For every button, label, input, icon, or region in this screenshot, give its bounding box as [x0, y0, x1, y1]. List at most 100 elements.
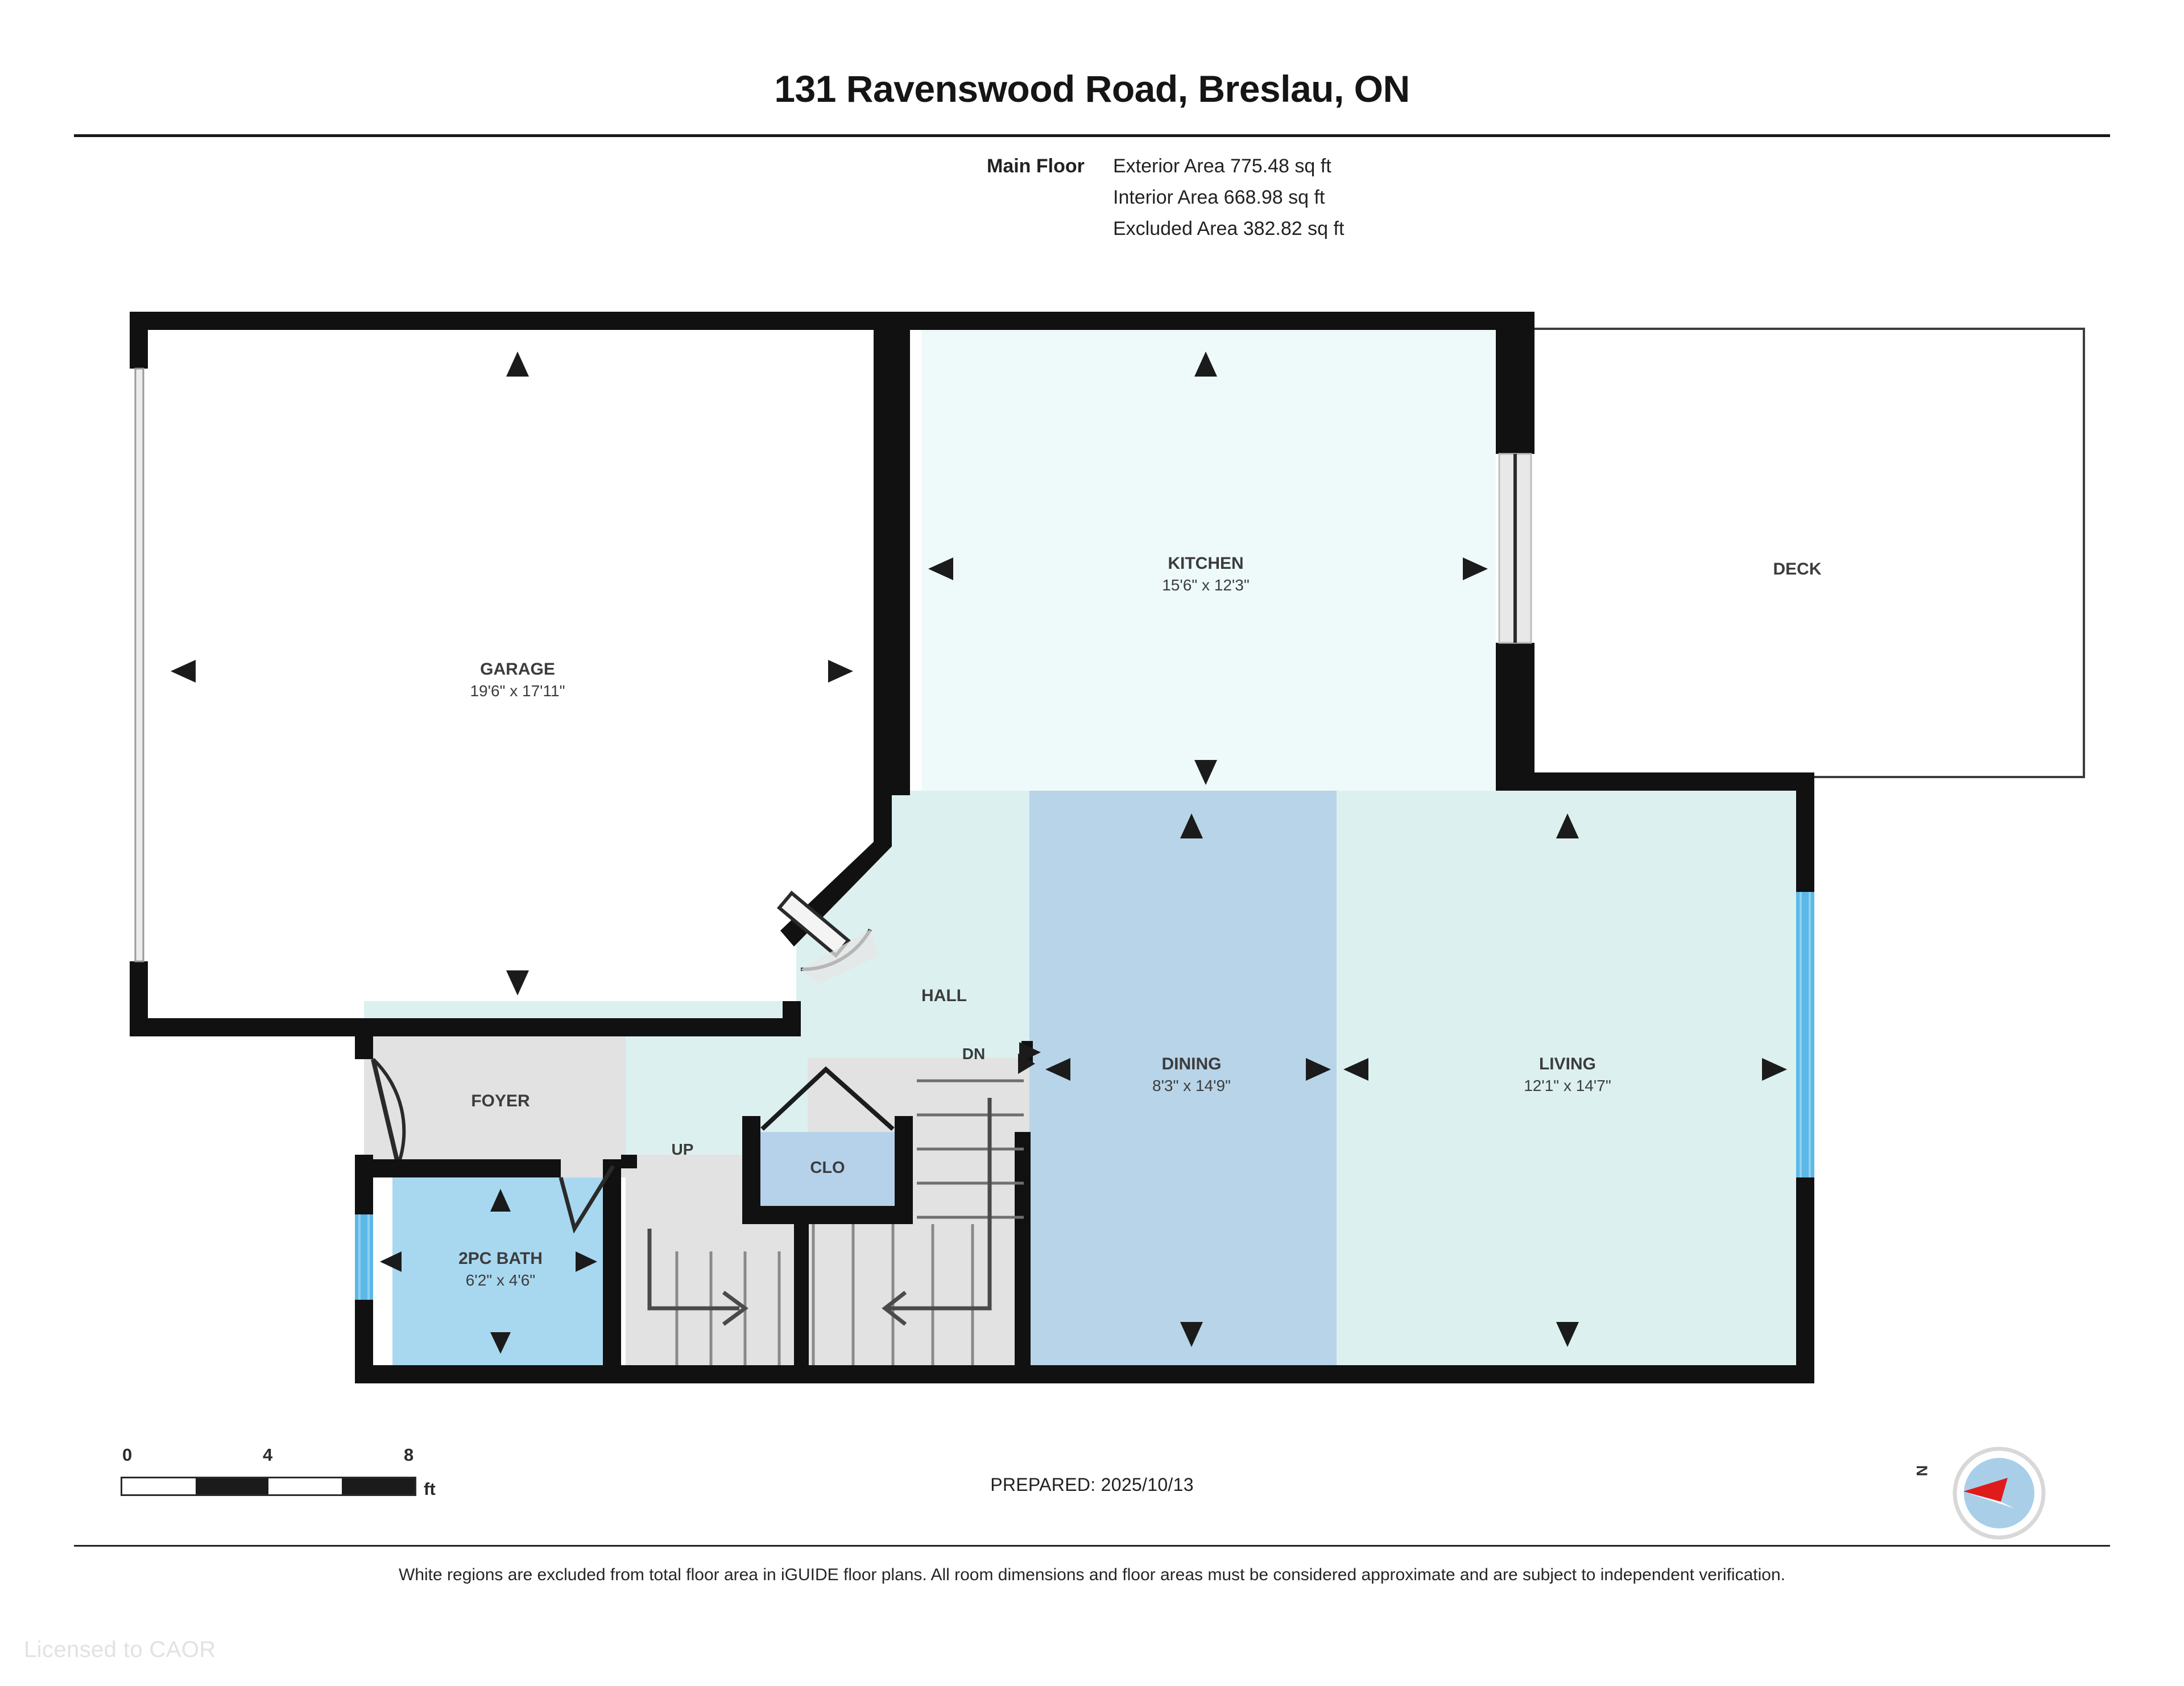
dim-arrow-living-left — [1343, 1058, 1368, 1081]
wall-living-top — [1496, 772, 1814, 791]
wall-left-lower-upper — [355, 1155, 373, 1214]
dim-arrow-dining-left — [1045, 1058, 1070, 1081]
wall-living-right-lower — [1796, 1177, 1814, 1383]
bath-door-arc — [559, 1165, 615, 1234]
label-living-name: LIVING — [1539, 1055, 1596, 1073]
scale-bar — [121, 1477, 416, 1496]
dim-arrow-garage-bottom — [506, 970, 529, 995]
label-deck-name: DECK — [1773, 560, 1821, 578]
wall-kitchen-top — [892, 312, 1534, 330]
wall-bath-right — [603, 1159, 621, 1365]
wall-stair-left-post — [621, 1155, 637, 1168]
deck-fill — [1516, 330, 2084, 776]
wall-garage-bottom — [130, 1018, 801, 1036]
room-labels: GARAGE 19'6" x 17'11" KITCHEN 15'6" x 12… — [458, 554, 1822, 1289]
label-closet-name: CLO — [810, 1159, 845, 1177]
kitchen-fill — [921, 324, 1496, 791]
scale-tick-8: 8 — [404, 1445, 414, 1465]
dim-arrow-garage-right — [828, 660, 853, 683]
dim-arrow-kitchen-top — [1194, 352, 1217, 377]
header-divider — [74, 134, 2110, 137]
area-summary-row: Main Floor Exterior Area 775.48 sq ft — [987, 151, 1344, 182]
floor-label: Main Floor — [987, 155, 1085, 177]
wall-left-lower-lower — [355, 1300, 373, 1383]
entry-door-leaf — [371, 1059, 400, 1166]
compass-needle-north — [1963, 1478, 2008, 1502]
garage-fill — [142, 324, 879, 1024]
entry-door-arc — [371, 1057, 406, 1166]
dim-arrow-living-right — [1762, 1058, 1787, 1081]
area-summary: Main Floor Exterior Area 775.48 sq ft Int… — [987, 151, 1344, 245]
wall-garage-left-upper — [130, 312, 148, 369]
wall-bottom-main — [355, 1365, 1814, 1383]
wall-foyer-left — [355, 1018, 373, 1059]
label-hall-name: HALL — [921, 986, 967, 1005]
label-living-dims: 12'1" x 14'7" — [1524, 1077, 1611, 1094]
closet-fill — [759, 1132, 896, 1206]
label-stairs-down: DN — [962, 1045, 985, 1063]
dim-arrow-stair-top — [1018, 1053, 1035, 1074]
dim-arrow-kitchen-bottom — [1194, 760, 1217, 785]
closet-door-glyph — [760, 1066, 895, 1131]
garage-door-swing-shade — [801, 929, 879, 984]
wall-living-right-upper — [1796, 772, 1814, 892]
scale-tick-4: 4 — [263, 1445, 273, 1465]
exterior-area: Exterior Area 775.48 sq ft — [1113, 155, 1331, 177]
dim-arrow-dining-bottom — [1180, 1322, 1203, 1347]
scale-unit: ft — [424, 1479, 436, 1499]
wall-closet-bottom — [742, 1206, 913, 1224]
area-summary-row: Excluded Area 382.82 sq ft — [987, 213, 1344, 245]
stair-down-arrowhead — [882, 1291, 907, 1326]
dim-arrow-living-bottom — [1556, 1322, 1579, 1347]
dimension-arrows — [171, 352, 1787, 1354]
wall-garage-top — [130, 312, 892, 330]
dim-arrow-bath-right — [576, 1251, 597, 1272]
label-dining-dims: 8'3" x 14'9" — [1152, 1077, 1231, 1094]
dim-arrow-bath-bottom — [490, 1332, 511, 1354]
licensed-watermark: Licensed to CAOR — [24, 1637, 216, 1662]
label-bath-name: 2PC BATH — [458, 1249, 543, 1268]
label-kitchen-name: KITCHEN — [1168, 554, 1243, 573]
wall-stair-right — [1015, 1132, 1031, 1365]
wall-bath-top — [373, 1159, 561, 1177]
dim-arrow-bath-left — [380, 1251, 402, 1272]
scale-tick-0: 0 — [122, 1445, 133, 1465]
bath-window — [355, 1214, 373, 1300]
scale-segment — [195, 1478, 268, 1494]
wall-closet-right — [895, 1116, 913, 1224]
label-dining-name: DINING — [1162, 1055, 1222, 1073]
wall-kitchen-left — [892, 312, 910, 795]
living-window — [1796, 892, 1814, 1177]
compass-rose: N — [1913, 1445, 2048, 1542]
compass-needle-south — [1963, 1491, 2015, 1509]
page-title: 131 Ravenswood Road, Breslau, ON — [774, 68, 1410, 110]
stair-up-arrow — [647, 1229, 739, 1311]
label-garage-name: GARAGE — [480, 660, 555, 679]
label-foyer-name: FOYER — [471, 1092, 530, 1110]
dim-arrow-garage-left — [171, 660, 196, 683]
dining-fill — [1029, 791, 1337, 1365]
dim-arrow-garage-top — [506, 352, 529, 377]
prepared-date: PREPARED: 2025/10/13 — [990, 1474, 1194, 1495]
scale-segment — [341, 1478, 415, 1494]
dim-arrow-kitchen-left — [928, 557, 953, 580]
dim-arrow-dining-right — [1306, 1058, 1331, 1081]
label-garage-dims: 19'6" x 17'11" — [470, 682, 565, 700]
dim-arrow-kitchen-right — [1463, 557, 1488, 580]
dim-arrow-dining-top — [1180, 813, 1203, 838]
wall-stair-mid — [794, 1224, 809, 1365]
compass-north-label: N — [1913, 1465, 1931, 1477]
label-bath-dims: 6'2" x 4'6" — [466, 1271, 535, 1289]
dim-arrow-living-top — [1556, 813, 1579, 838]
stair-treads-down-lower — [812, 1224, 974, 1365]
stair-treads-down — [917, 1079, 1024, 1219]
wall-kitchen-right-upper — [1496, 312, 1534, 454]
label-kitchen-dims: 15'6" x 12'3" — [1162, 576, 1250, 594]
wall-garage-right — [874, 312, 892, 846]
dim-arrow-bath-top — [490, 1189, 511, 1212]
interior-area: Interior Area 668.98 sq ft — [1113, 187, 1325, 209]
area-summary-row: Interior Area 668.98 sq ft — [987, 182, 1344, 213]
footer-divider — [74, 1545, 2110, 1547]
